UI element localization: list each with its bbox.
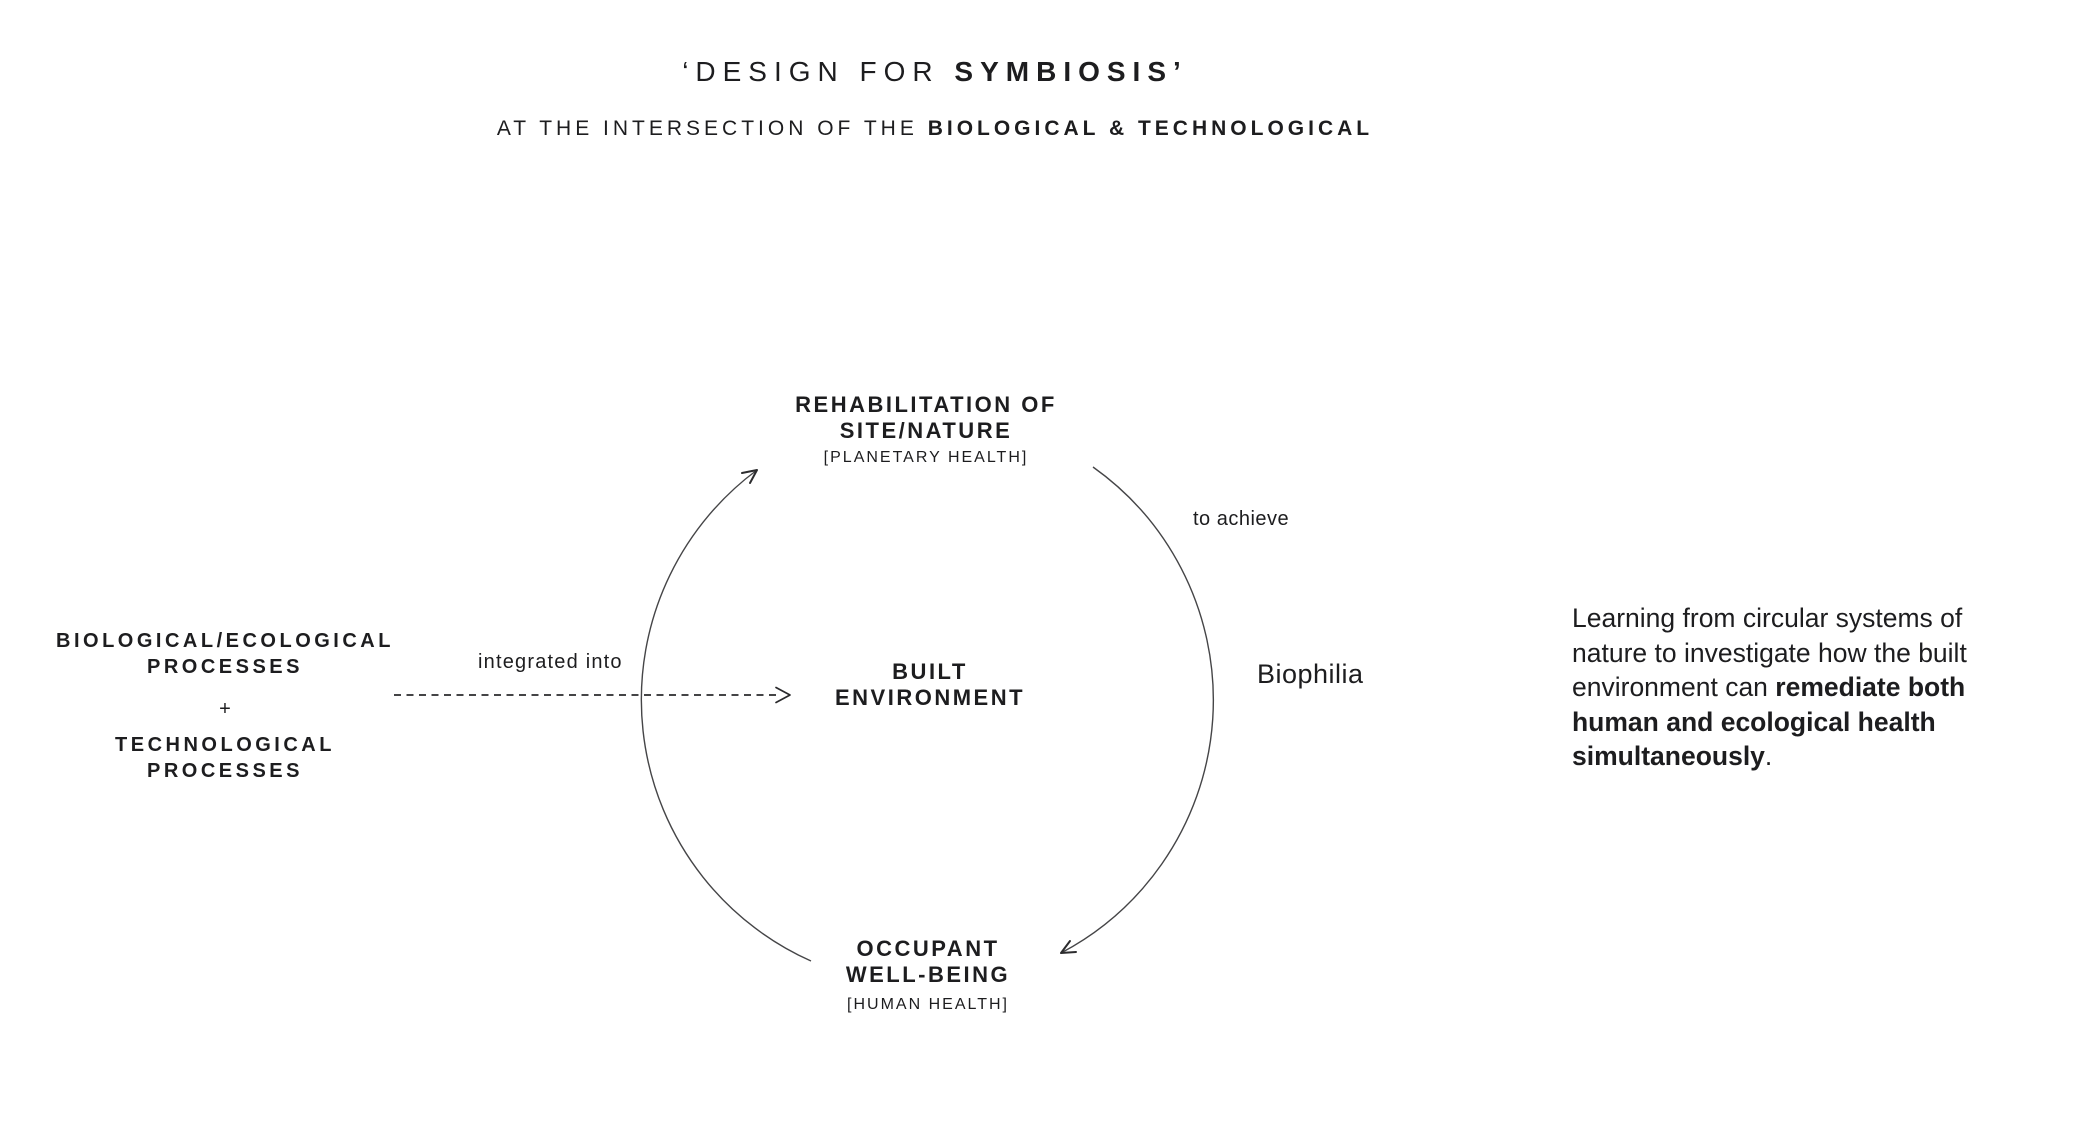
biophilia-label: Biophilia xyxy=(1257,659,1364,689)
plus-connector: + xyxy=(219,698,231,720)
page-subtitle: AT THE INTERSECTION OF THE BIOLOGICAL & … xyxy=(496,117,1374,140)
caption-text: Learning from circular systems of nature… xyxy=(1572,603,1967,771)
built-environment-label: BUILT ENVIRONMENT xyxy=(834,659,1026,710)
integrated-into-label: integrated into xyxy=(478,651,623,673)
process-inputs-block: BIOLOGICAL/ECOLOGICAL PROCESSES + TECHNO… xyxy=(25,628,425,784)
rehabilitation-label: REHABILITATION OF SITE/NATURE xyxy=(795,392,1057,443)
occupant-wellbeing-label: OCCUPANT WELL-BEING xyxy=(845,936,1011,987)
built-environment-node: BUILT ENVIRONMENT xyxy=(730,659,1130,711)
left-arc xyxy=(640,469,812,962)
biological-ecological-processes-label: BIOLOGICAL/ECOLOGICAL PROCESSES xyxy=(56,630,394,678)
occupant-wellbeing-node: OCCUPANT WELL-BEING [HUMAN HEALTH] xyxy=(728,936,1128,1014)
technological-processes-label: TECHNOLOGICAL PROCESSES xyxy=(115,734,335,782)
human-health-sublabel: [HUMAN HEALTH] xyxy=(847,996,1009,1013)
left-arc-arrowhead xyxy=(741,469,758,484)
rehabilitation-node: REHABILITATION OF SITE/NATURE [PLANETARY… xyxy=(726,392,1126,467)
page-title: ‘DESIGN FOR SYMBIOSIS’ xyxy=(682,56,1188,87)
to-achieve-label: to achieve xyxy=(1193,508,1290,530)
planetary-health-sublabel: [PLANETARY HEALTH] xyxy=(823,449,1029,466)
